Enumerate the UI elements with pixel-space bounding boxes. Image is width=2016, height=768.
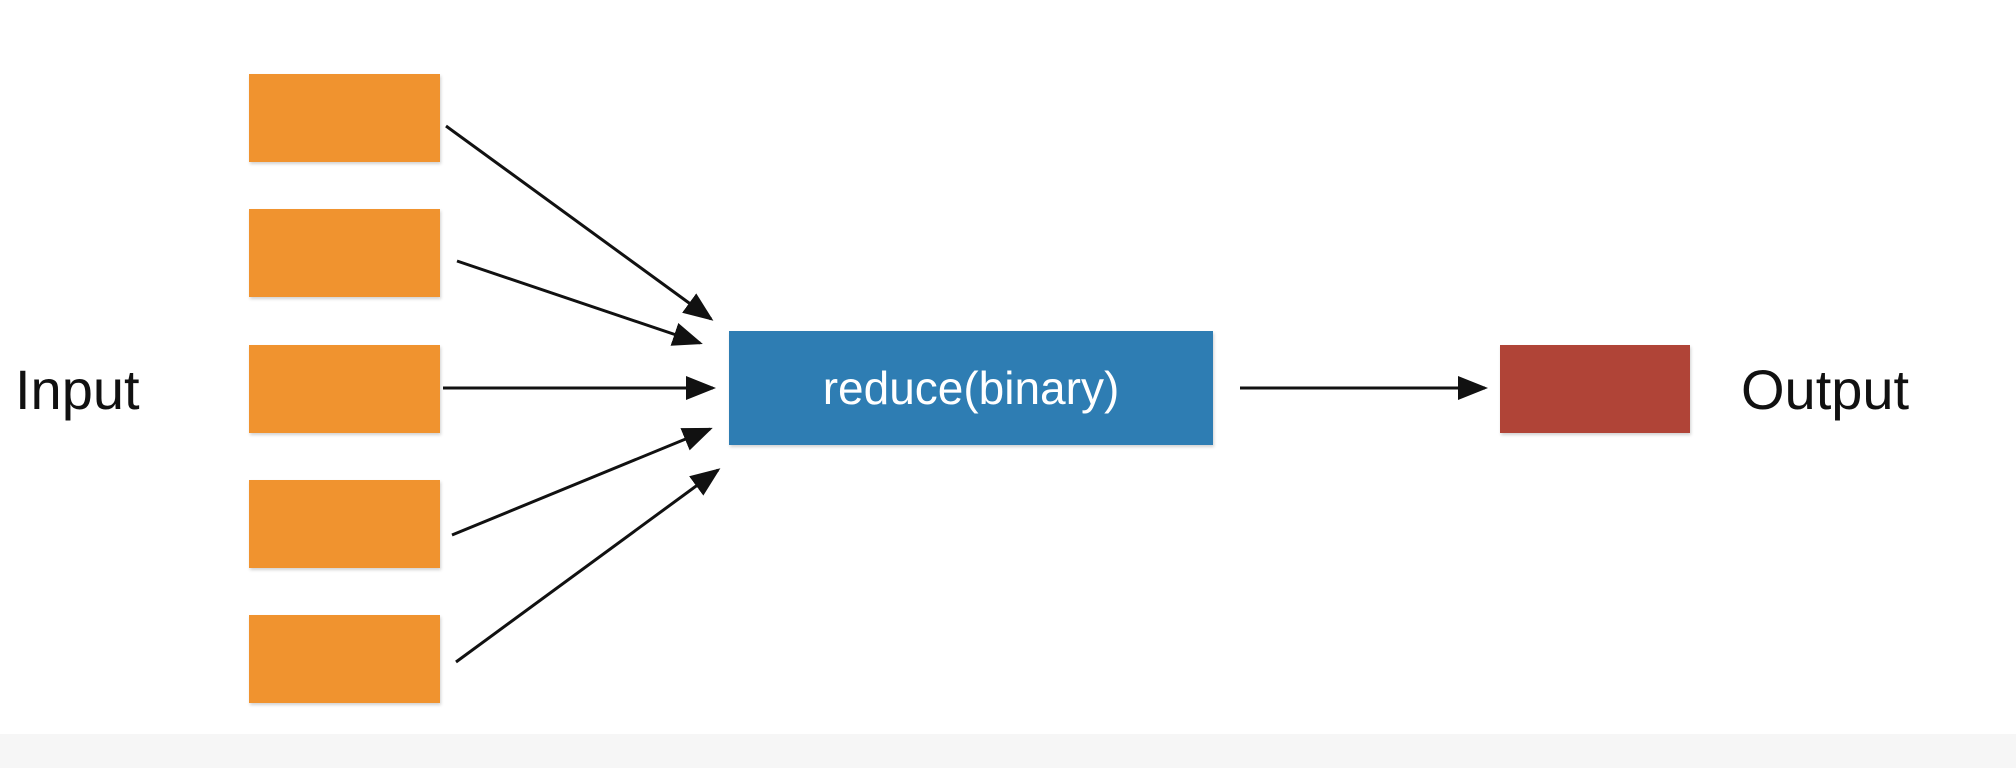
reduce-box: reduce(binary) [729, 331, 1213, 445]
input-label: Input [15, 358, 140, 421]
input-box-5 [249, 615, 440, 703]
bottom-band [0, 734, 2016, 768]
arrow-input-5 [455, 468, 721, 664]
input-box-3 [249, 345, 440, 433]
output-label: Output [1741, 358, 1910, 421]
output-box [1500, 345, 1690, 433]
arrow-input-1 [445, 124, 714, 321]
input-box-2 [249, 209, 440, 297]
input-box-1 [249, 74, 440, 162]
arrow-input-2 [456, 259, 703, 346]
input-box-4 [249, 480, 440, 568]
arrow-input-4 [451, 427, 713, 537]
reduce-label: reduce(binary) [822, 362, 1120, 414]
